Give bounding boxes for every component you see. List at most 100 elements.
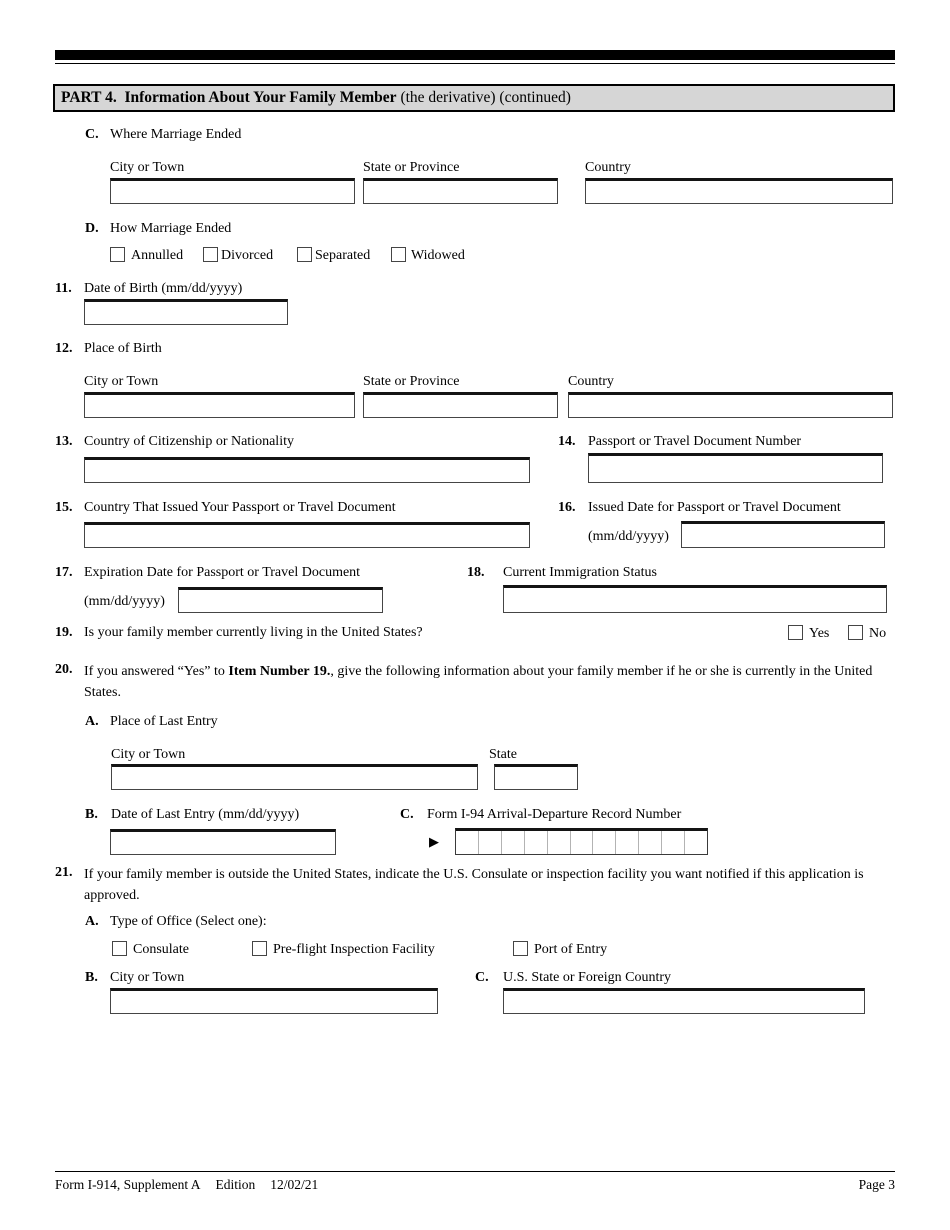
arrow-right-icon: ▶	[429, 834, 439, 849]
page-number: Page 3	[858, 1177, 895, 1192]
item-21a-letter: A.	[85, 914, 99, 929]
item-14-number: 14.	[558, 434, 576, 449]
item-19-yes-label: Yes	[809, 626, 830, 641]
i94-number-input[interactable]	[455, 828, 708, 855]
item-11-number: 11.	[55, 281, 72, 296]
i94-cell	[662, 831, 686, 854]
section-d-letter: D.	[85, 221, 99, 236]
part4-title-rest: (the derivative) (continued)	[396, 89, 571, 106]
footer-form-name: Form I-914, Supplement A	[55, 1177, 201, 1192]
separated-checkbox[interactable]	[297, 247, 312, 262]
i94-cell	[548, 831, 571, 854]
divorced-checkbox[interactable]	[203, 247, 218, 262]
item-20b-letter: B.	[85, 807, 98, 822]
immigration-status-input[interactable]	[503, 585, 887, 613]
item-21c-title: U.S. State or Foreign Country	[503, 970, 671, 985]
i94-cell	[456, 831, 479, 854]
footer-form-id: Form I-914, Supplement A Edition 12/02/21	[55, 1176, 318, 1193]
c-state-input[interactable]	[363, 178, 558, 204]
item-18-label: Current Immigration Status	[503, 565, 657, 580]
last-entry-city-label: City or Town	[111, 747, 186, 762]
consulate-checkbox[interactable]	[112, 941, 127, 956]
item-21b-title: City or Town	[110, 970, 185, 985]
port-of-entry-checkbox[interactable]	[513, 941, 528, 956]
item-11-label: Date of Birth (mm/dd/yyyy)	[84, 281, 243, 296]
c-city-input[interactable]	[110, 178, 355, 204]
pob-state-label: State or Province	[363, 374, 460, 389]
item-15-label: Country That Issued Your Passport or Tra…	[84, 500, 396, 515]
item-16-date-format-label: (mm/dd/yyyy)	[588, 529, 669, 544]
item-15-number: 15.	[55, 500, 73, 515]
item-14-label: Passport or Travel Document Number	[588, 434, 802, 449]
passport-issued-date-input[interactable]	[681, 521, 885, 548]
item-20a-letter: A.	[85, 714, 99, 729]
port-of-entry-label: Port of Entry	[534, 942, 608, 957]
item-19-number: 19.	[55, 625, 73, 640]
passport-expiration-date-input[interactable]	[178, 587, 383, 613]
item-17-label: Expiration Date for Passport or Travel D…	[84, 565, 361, 580]
item-19-yes-checkbox[interactable]	[788, 625, 803, 640]
part4-title-bold: PART 4. Information About Your Family Me…	[61, 89, 397, 106]
item-19-label: Is your family member currently living i…	[84, 625, 423, 640]
last-entry-date-input[interactable]	[110, 829, 336, 855]
separated-label: Separated	[315, 248, 371, 263]
divorced-label: Divorced	[221, 248, 274, 263]
item-20-text: If you answered “Yes” to Item Number 19.…	[84, 661, 894, 703]
widowed-checkbox[interactable]	[391, 247, 406, 262]
item-13-number: 13.	[55, 434, 73, 449]
last-entry-city-input[interactable]	[111, 764, 478, 790]
item-17-date-format-label: (mm/dd/yyyy)	[84, 594, 165, 609]
item-20-text-post: , give the following information about y…	[84, 664, 873, 700]
preflight-inspection-checkbox[interactable]	[252, 941, 267, 956]
preflight-inspection-label: Pre-flight Inspection Facility	[273, 942, 435, 957]
footer-rule	[55, 1171, 895, 1172]
item-20b-title: Date of Last Entry (mm/dd/yyyy)	[111, 807, 300, 822]
c-country-input[interactable]	[585, 178, 893, 204]
last-entry-state-input[interactable]	[494, 764, 578, 790]
section-c-letter: C.	[85, 127, 99, 142]
i94-cell	[639, 831, 663, 854]
item-16-number: 16.	[558, 500, 576, 515]
footer-edition-label: Edition	[215, 1177, 256, 1192]
item-20-number: 20.	[55, 662, 73, 677]
section-d-title: How Marriage Ended	[110, 221, 232, 236]
i94-cell	[525, 831, 548, 854]
top-rule-line	[55, 63, 895, 64]
i94-cell	[593, 831, 617, 854]
passport-number-input[interactable]	[588, 453, 883, 483]
item-21-number: 21.	[55, 865, 73, 880]
pob-state-input[interactable]	[363, 392, 558, 418]
passport-issuing-country-input[interactable]	[84, 522, 530, 548]
item-12-label: Place of Birth	[84, 341, 162, 356]
item-19-no-label: No	[869, 626, 887, 641]
item-16-label: Issued Date for Passport or Travel Docum…	[588, 500, 841, 515]
citizenship-country-input[interactable]	[84, 457, 530, 483]
footer-edition-date: 12/02/21	[270, 1177, 319, 1192]
notify-city-input[interactable]	[110, 988, 438, 1014]
i94-cell	[571, 831, 594, 854]
notify-state-country-input[interactable]	[503, 988, 865, 1014]
i94-cell	[502, 831, 525, 854]
last-entry-state-label: State	[489, 747, 517, 762]
annulled-checkbox[interactable]	[110, 247, 125, 262]
pob-country-label: Country	[568, 374, 614, 389]
pob-city-input[interactable]	[84, 392, 355, 418]
widowed-label: Widowed	[411, 248, 465, 263]
part4-header: PART 4. Information About Your Family Me…	[53, 84, 895, 112]
i94-cell	[685, 831, 707, 854]
pob-country-input[interactable]	[568, 392, 893, 418]
date-of-birth-input[interactable]	[84, 299, 288, 325]
item-20c-title: Form I-94 Arrival-Departure Record Numbe…	[427, 807, 682, 822]
item-20c-letter: C.	[400, 807, 414, 822]
item-20-text-pre: If you answered “Yes” to	[84, 664, 229, 679]
item-18-number: 18.	[467, 565, 485, 580]
item-21a-title: Type of Office (Select one):	[110, 914, 267, 929]
c-city-label: City or Town	[110, 160, 185, 175]
item-19-no-checkbox[interactable]	[848, 625, 863, 640]
item-21c-letter: C.	[475, 970, 489, 985]
item-17-number: 17.	[55, 565, 73, 580]
i94-cell	[616, 831, 640, 854]
item-20a-title: Place of Last Entry	[110, 714, 218, 729]
item-20-text-bold: Item Number 19.	[228, 664, 331, 679]
